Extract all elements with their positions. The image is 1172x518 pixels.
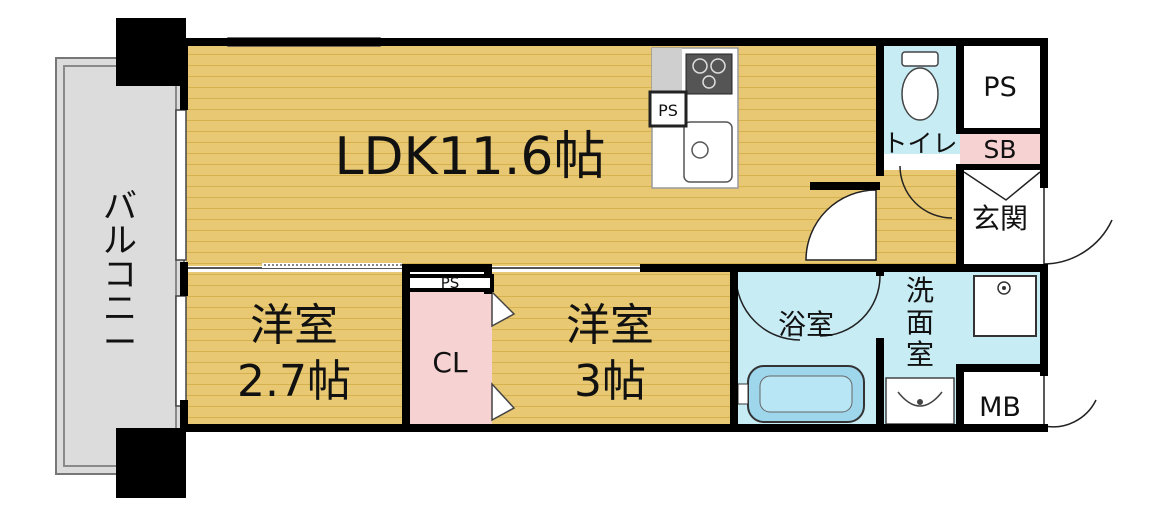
- ps-closet-label: PS: [441, 274, 460, 292]
- bathroom-label: 浴室: [778, 308, 834, 341]
- entrance-label: 玄関: [972, 202, 1028, 235]
- closet-floor: [408, 288, 492, 428]
- bedroom1-floor: [186, 272, 402, 428]
- genkan-floor: [960, 168, 1040, 266]
- kitchen-counter: [648, 47, 739, 189]
- door-swings: [735, 165, 1113, 428]
- ps-kitchen-label: PS: [658, 101, 678, 120]
- washroom-label: 洗面室: [906, 274, 934, 371]
- bedroom1-size: 2.7帖: [237, 356, 351, 407]
- bedroom2-size: 3帖: [574, 356, 646, 407]
- washroom-floor: [880, 272, 960, 368]
- balcony-label: バルコニー: [103, 187, 137, 363]
- ldk-label: LDK11.6帖: [335, 127, 606, 187]
- meter-box-label: MB: [979, 392, 1021, 423]
- bedroom2-name: 洋室: [566, 300, 654, 351]
- kitchen-stove-icon: [685, 53, 733, 95]
- mb-box: [960, 374, 1040, 428]
- svg-text:バルコニー: バルコニー: [103, 187, 137, 363]
- ps-top-box: [960, 44, 1040, 130]
- ldk-floor: [186, 44, 880, 266]
- toilet-label: トイレ: [882, 129, 957, 158]
- kitchen-sink-icon: [683, 121, 733, 183]
- ps-top-label: PS: [983, 72, 1016, 103]
- washbasin-icon: [885, 377, 955, 425]
- walls: [116, 18, 1048, 498]
- washing-machine-drain-icon: [973, 275, 1037, 337]
- toilet-icon: [901, 51, 939, 121]
- bedroom2-floor: [492, 272, 730, 428]
- bedroom1-name: 洋室: [250, 300, 338, 351]
- closet-label: CL: [432, 346, 468, 379]
- closet-doors: [491, 290, 516, 422]
- shoe-box: [960, 132, 1040, 166]
- svg-text:洗面室: 洗面室: [906, 274, 934, 371]
- bathtub-icon: [737, 365, 865, 423]
- shoe-box-label: SB: [983, 135, 1016, 164]
